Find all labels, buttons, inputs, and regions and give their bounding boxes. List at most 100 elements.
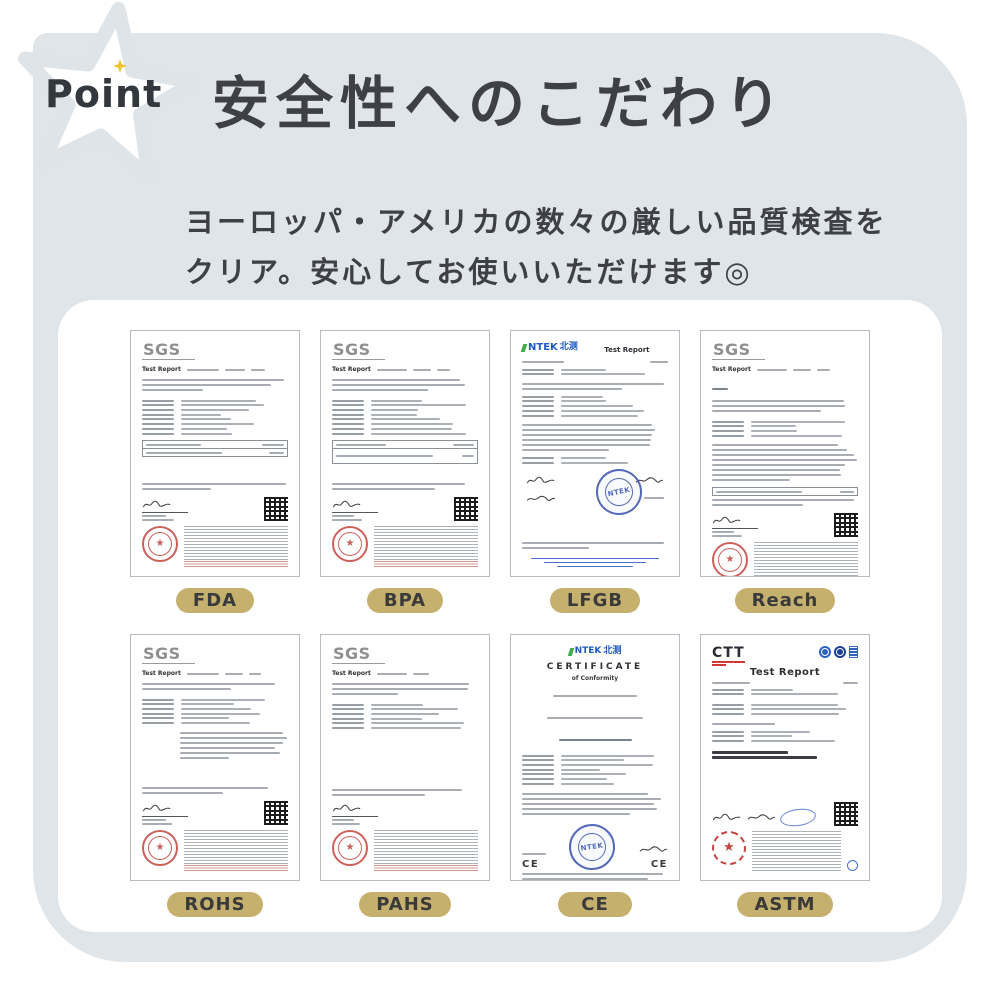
doc-title: Test Report <box>332 670 371 677</box>
doc-paragraph <box>142 680 288 693</box>
doc-fields <box>522 454 668 466</box>
red-seal-stamp <box>712 542 748 576</box>
doc-address <box>332 786 478 799</box>
certificate-document-astm: CTT Test Report <box>700 634 870 881</box>
doc-fields <box>522 393 668 419</box>
ntek-green-mark <box>520 343 528 352</box>
qr-code <box>264 801 288 825</box>
certificate-astm: CTT Test Report <box>700 634 870 917</box>
fine-print <box>374 526 478 567</box>
ntek-logo: NTEK 北测 <box>567 646 621 657</box>
sgs-logo: SGS <box>332 646 385 664</box>
signature-area: NTEK <box>522 464 668 520</box>
doc-paragraph <box>142 729 288 762</box>
ce-mark-right: CE <box>650 858 668 870</box>
ce-mark-left: CE <box>522 858 540 870</box>
qr-code <box>264 497 288 521</box>
ctt-logo: CTT <box>712 645 745 666</box>
sgs-logo: SGS <box>712 342 765 360</box>
doc-header: Test Report <box>142 366 288 373</box>
doc-address <box>712 496 858 509</box>
signature-area <box>712 802 858 829</box>
label-pill-pahs: PAHS <box>359 892 451 917</box>
fine-print <box>184 526 288 567</box>
red-star-stamp <box>712 831 746 865</box>
safety-card: 安全性へのこだわり ヨーロッパ・アメリカの数々の厳しい品質検査を クリア。安心し… <box>33 33 967 962</box>
sgs-logo: SGS <box>142 342 195 360</box>
signature <box>712 515 758 538</box>
red-seal-stamp <box>332 526 368 562</box>
subtitle-line-2: クリア。安心してお使いいただけます◎ <box>185 255 753 289</box>
doc-footer <box>522 870 668 881</box>
doc-fields <box>142 397 288 437</box>
certificate-bpa: SGS Test Report <box>320 330 490 613</box>
doc-paragraph <box>522 421 668 454</box>
accreditation-badge-icon <box>834 646 846 658</box>
doc-paragraph <box>712 720 858 728</box>
doc-fields <box>332 701 478 732</box>
certificates-row-1: SGS Test Report <box>130 330 870 613</box>
doc-dates <box>712 701 858 718</box>
doc-fields <box>712 728 858 745</box>
accreditation-badge-icon <box>849 646 858 658</box>
fine-print <box>752 831 841 871</box>
doc-header: Test Report <box>332 670 478 677</box>
doc-paragraph <box>332 376 478 394</box>
red-seal-stamp <box>332 830 368 866</box>
doc-title: Test Report <box>604 346 650 354</box>
doc-paragraph <box>712 441 858 484</box>
fine-print <box>374 830 478 871</box>
fine-print <box>754 542 858 576</box>
certificate-document-fda: SGS Test Report <box>130 330 300 577</box>
certificate-document-ce: NTEK 北测 CERTIFICATE of Conformity <box>510 634 680 881</box>
label-pill-astm: ASTM <box>737 892 833 917</box>
doc-header: NTEK 北测 Test Report <box>520 342 668 354</box>
label-pill-rohs: ROHS <box>167 892 263 917</box>
doc-fields <box>712 418 858 439</box>
certificate-pahs: SGS Test Report <box>320 634 490 917</box>
ntek-green-mark <box>567 647 574 656</box>
accreditation-badge-icon <box>819 646 831 658</box>
doc-header: CTT <box>712 645 858 666</box>
star-icon <box>18 1 202 185</box>
stamp-and-marks-row: CE NTEK CE <box>522 820 668 873</box>
certificate-document-rohs: SGS Test Report <box>130 634 300 881</box>
doc-paragraph <box>712 397 858 415</box>
red-seal-stamp <box>142 526 178 562</box>
footer-seal-icon <box>847 860 858 871</box>
ntek-logo: NTEK 北测 <box>520 342 578 353</box>
certificates-row-2: SGS Test Report <box>130 634 870 917</box>
certificate-document-bpa: SGS Test Report <box>320 330 490 577</box>
doc-subtitle: of Conformity <box>571 675 619 682</box>
ntek-stamp: NTEK <box>566 820 618 873</box>
certificate-document-reach: SGS Test Report <box>700 330 870 577</box>
certificates-panel: SGS Test Report <box>58 300 942 932</box>
blue-oval-stamp <box>778 806 818 829</box>
certificate-rohs: SGS Test Report <box>130 634 300 917</box>
label-pill-ce: CE <box>558 892 632 917</box>
doc-fields <box>142 696 288 727</box>
doc-table <box>712 487 858 497</box>
card-header: 安全性へのこだわり ヨーロッパ・アメリカの数々の厳しい品質検査を クリア。安心し… <box>33 72 967 297</box>
sgs-logo: SGS <box>332 342 385 360</box>
certificate-reach: SGS Test Report <box>700 330 870 613</box>
doc-title: Test Report <box>142 670 181 677</box>
label-pill-reach: Reach <box>734 588 836 613</box>
signature <box>332 803 378 825</box>
date-block: CE <box>522 852 546 870</box>
doc-note-lines <box>712 749 858 762</box>
doc-paragraph <box>332 680 478 698</box>
doc-fields <box>522 366 668 378</box>
qr-code <box>834 513 858 538</box>
doc-paragraph <box>522 380 668 393</box>
verified-block: CE <box>638 844 668 870</box>
doc-table <box>142 440 288 458</box>
doc-header: Test Report <box>332 366 478 373</box>
certificate-fda: SGS Test Report <box>130 330 300 613</box>
label-pill-fda: FDA <box>175 588 255 613</box>
doc-fields <box>712 686 858 698</box>
doc-address <box>142 480 288 493</box>
signature <box>332 499 378 521</box>
certificates-grid: SGS Test Report <box>130 330 870 917</box>
